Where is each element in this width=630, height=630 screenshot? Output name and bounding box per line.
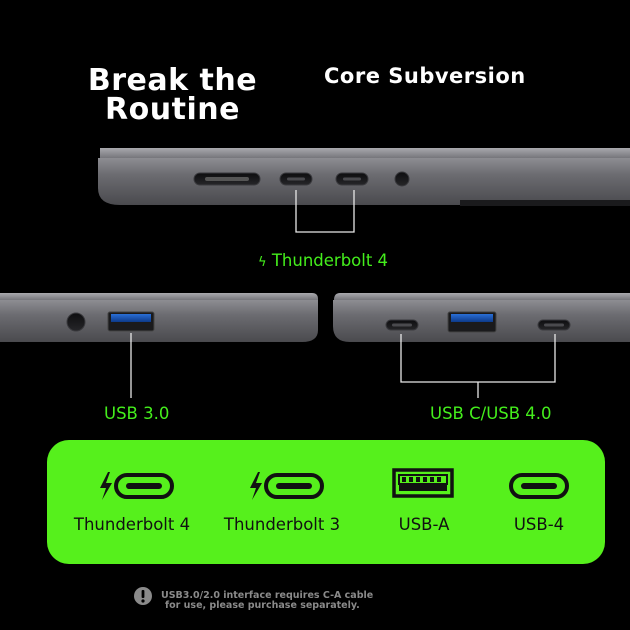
subheading: Core Subversion <box>324 64 526 88</box>
thunderbolt-usb-c-icon <box>250 472 324 500</box>
thunderbolt-usb-c-icon <box>100 472 174 500</box>
notice-line-1: USB3.0/2.0 interface requires C-A cable <box>161 590 374 601</box>
port-thunderbolt-3: Thunderbolt 3 <box>212 440 352 564</box>
lightning-icon: ϟ <box>258 255 267 270</box>
usb-c-port-icon <box>509 473 569 499</box>
notice-text: USB3.0/2.0 interface requires C-A cable … <box>161 591 373 611</box>
port-label: USB-A <box>398 515 450 534</box>
headline-line-1: Break the <box>87 63 258 98</box>
usb-a-port-icon <box>392 468 454 498</box>
callout-usb-c-usb-4: USB C/USB 4.0 <box>430 404 552 423</box>
port-thunderbolt-4: Thunderbolt 4 <box>62 440 202 564</box>
ports-panel: Thunderbolt 4 Thunderbolt 3 USB-A <box>47 440 605 564</box>
callout-thunderbolt-4: ϟ Thunderbolt 4 <box>258 251 389 270</box>
left-laptop <box>0 293 318 342</box>
callout-usb-3: USB 3.0 <box>104 404 170 423</box>
port-label: Thunderbolt 3 <box>223 515 341 534</box>
notice-line-2: for use, please purchase separately. <box>165 600 360 611</box>
headline: Break the Routine <box>80 63 265 127</box>
laptop-illustrations <box>0 148 630 398</box>
port-label: USB-4 <box>513 515 565 534</box>
top-laptop <box>98 148 630 206</box>
cable-notice: USB3.0/2.0 interface requires C-A cable … <box>133 586 373 611</box>
port-usb-4: USB-4 <box>495 440 630 564</box>
headline-line-2: Routine <box>105 92 240 127</box>
port-label: Thunderbolt 4 <box>73 515 191 534</box>
exclamation-icon <box>134 587 152 605</box>
right-laptop <box>333 293 630 342</box>
port-usb-a: USB-A <box>354 440 494 564</box>
